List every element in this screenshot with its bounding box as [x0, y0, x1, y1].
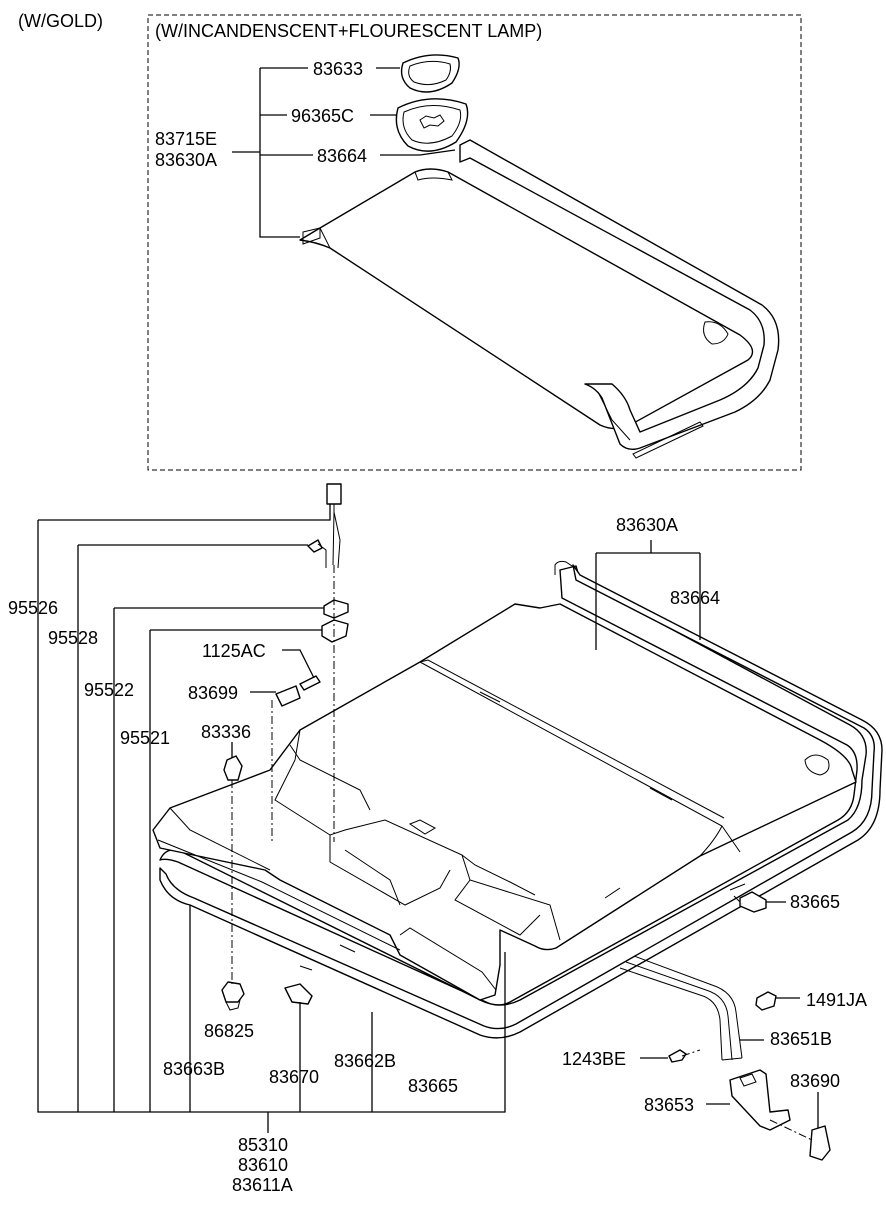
part-83664-upper: 83664 — [317, 146, 367, 166]
group-83715E: 83715E — [155, 129, 217, 149]
part-83665-right: 83665 — [790, 892, 840, 912]
part-83653: 83653 — [644, 1095, 694, 1115]
part-83670: 83670 — [269, 1067, 319, 1087]
part-83665-bottom: 83665 — [408, 1076, 458, 1096]
alignment-dash-lines — [231, 565, 813, 1141]
part-1491JA: 1491JA — [806, 990, 867, 1010]
part-95526: 95526 — [8, 598, 58, 618]
lamp-option-box — [147, 14, 802, 471]
part-95528: 95528 — [48, 628, 98, 648]
part-83690: 83690 — [790, 1071, 840, 1091]
part-95522: 95522 — [84, 680, 134, 700]
lower-headliner-drawing — [152, 483, 883, 1161]
upper-headliner-drawing — [299, 54, 780, 459]
part-83664-lower: 83664 — [670, 588, 720, 608]
assembly-85310: 85310 — [238, 1135, 288, 1155]
part-83651B: 83651B — [770, 1029, 832, 1049]
part-83662B: 83662B — [334, 1051, 396, 1071]
assembly-83611A: 83611A — [232, 1175, 293, 1195]
part-83336: 83336 — [201, 722, 251, 742]
part-95521: 95521 — [120, 728, 170, 748]
part-83633: 83633 — [313, 59, 363, 79]
lamp-option-label: (W/INCANDENSCENT+FLOURESCENT LAMP) — [155, 21, 542, 41]
part-83699: 83699 — [188, 683, 238, 703]
lower-leader-lines — [37, 504, 819, 1133]
assembly-83610: 83610 — [238, 1155, 288, 1175]
part-83630A-lower: 83630A — [616, 515, 678, 535]
part-1243BE: 1243BE — [562, 1049, 626, 1069]
part-1125AC: 1125AC — [202, 641, 266, 661]
part-86825: 86825 — [204, 1021, 254, 1041]
group-83630A-upper: 83630A — [155, 150, 217, 170]
part-96365C: 96365C — [291, 106, 354, 126]
variant-label: (W/GOLD) — [18, 11, 103, 31]
upper-leader-lines — [232, 67, 456, 238]
part-83663B: 83663B — [163, 1059, 225, 1079]
